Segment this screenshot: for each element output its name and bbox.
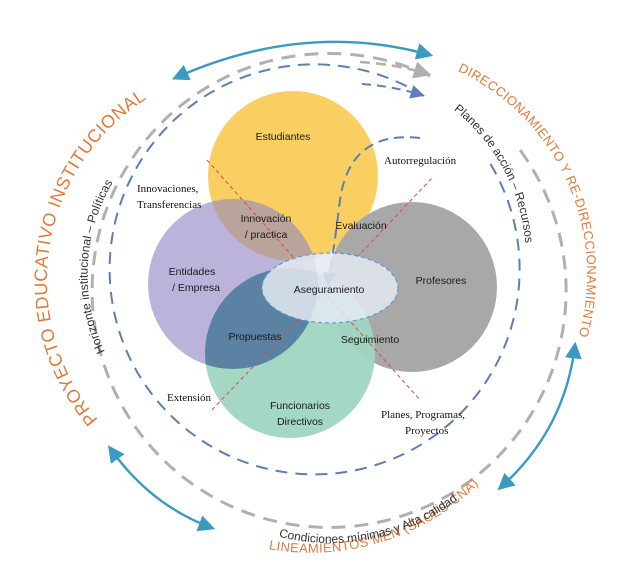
cross-line-1 — [206, 159, 421, 401]
label-officials-line2: Directivos — [277, 416, 323, 428]
label-assurance: Aseguramiento — [294, 284, 365, 296]
note-plans-line2: Proyectos — [405, 425, 448, 437]
ring-label-horizon: Horizonte institucional – Políticas — [77, 177, 116, 356]
label-students: Estudiantes — [256, 131, 311, 143]
note-innovations-line2: Transferencias — [137, 199, 201, 211]
label-innovation-line2: / practica — [245, 229, 288, 241]
note-innovations-line1: Innovaciones, — [137, 183, 199, 195]
note-plans-line1: Planes, Programas, — [381, 409, 465, 421]
label-proposals: Propuestas — [228, 331, 281, 343]
dashed-blue-arrow — [361, 83, 425, 99]
label-innovation-line1: Innovación — [241, 213, 292, 225]
overlap-innovation — [208, 199, 318, 261]
note-self-regulation: Autorregulación — [384, 155, 457, 167]
self-regulation-arrow — [323, 136, 421, 287]
label-follow-up: Seguimiento — [341, 334, 400, 346]
cycle-arrow-top — [171, 40, 434, 81]
note-extension: Extensión — [167, 392, 211, 404]
assurance-ellipse — [261, 252, 399, 324]
label-evaluation: Evaluación — [335, 220, 387, 232]
cycle-arrow-left — [108, 445, 216, 532]
label-entities-line2: / Empresa — [172, 282, 220, 294]
label-entities-line1: Entidades — [169, 266, 216, 278]
cycle-arrow-right — [497, 341, 582, 491]
label-officials-line1: Funcionarios — [270, 400, 330, 412]
cross-line-2 — [211, 177, 433, 411]
ring-label-conditions: Condiciones mínimas y Alta calidad — [278, 491, 460, 546]
label-teachers: Profesores — [416, 275, 467, 287]
